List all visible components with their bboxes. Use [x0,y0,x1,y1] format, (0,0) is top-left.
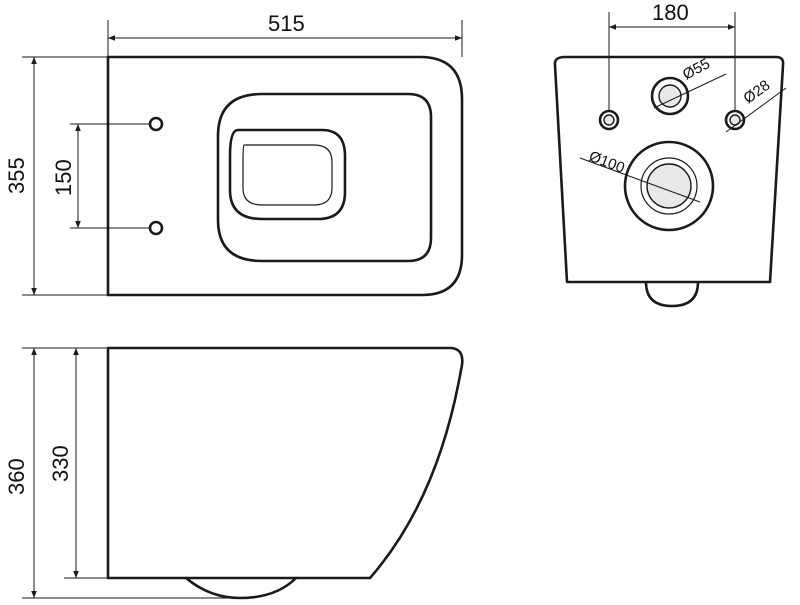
side-view: 360 330 [4,346,464,600]
mounting-bolt-icon [148,220,164,236]
side-view-outline [106,346,464,580]
pipe-100-icon [623,140,715,232]
top-view-bowl [228,128,347,221]
dim-label-330: 330 [48,445,73,482]
mounting-bolt-icon [148,116,164,132]
back-view: 180 Ø55 Ø28 Ø100 [553,0,787,308]
bolt-right-icon [724,109,746,131]
top-view-rim [216,92,433,263]
dim-label-180: 180 [652,0,689,25]
dim-label-355: 355 [4,157,29,194]
top-view: 515 355 150 [4,11,464,297]
top-view-bowl-inner [242,144,333,206]
dim-label-360: 360 [4,458,29,495]
dim-label-28: Ø28 [740,77,773,107]
dim-label-55: Ø55 [680,55,713,83]
top-view-outline [106,55,464,297]
dim-label-515: 515 [268,11,305,36]
bolt-left-icon [598,109,620,131]
pipe-100-inner-icon [646,163,692,209]
dim-label-100: Ø100 [587,148,627,177]
side-view-outlet [184,576,298,600]
dim-label-150: 150 [51,159,76,196]
back-view-outlet [644,280,700,308]
pipe-55-inner-icon [658,84,682,108]
back-view-outline [553,55,785,284]
pipe-55-icon [650,76,690,116]
